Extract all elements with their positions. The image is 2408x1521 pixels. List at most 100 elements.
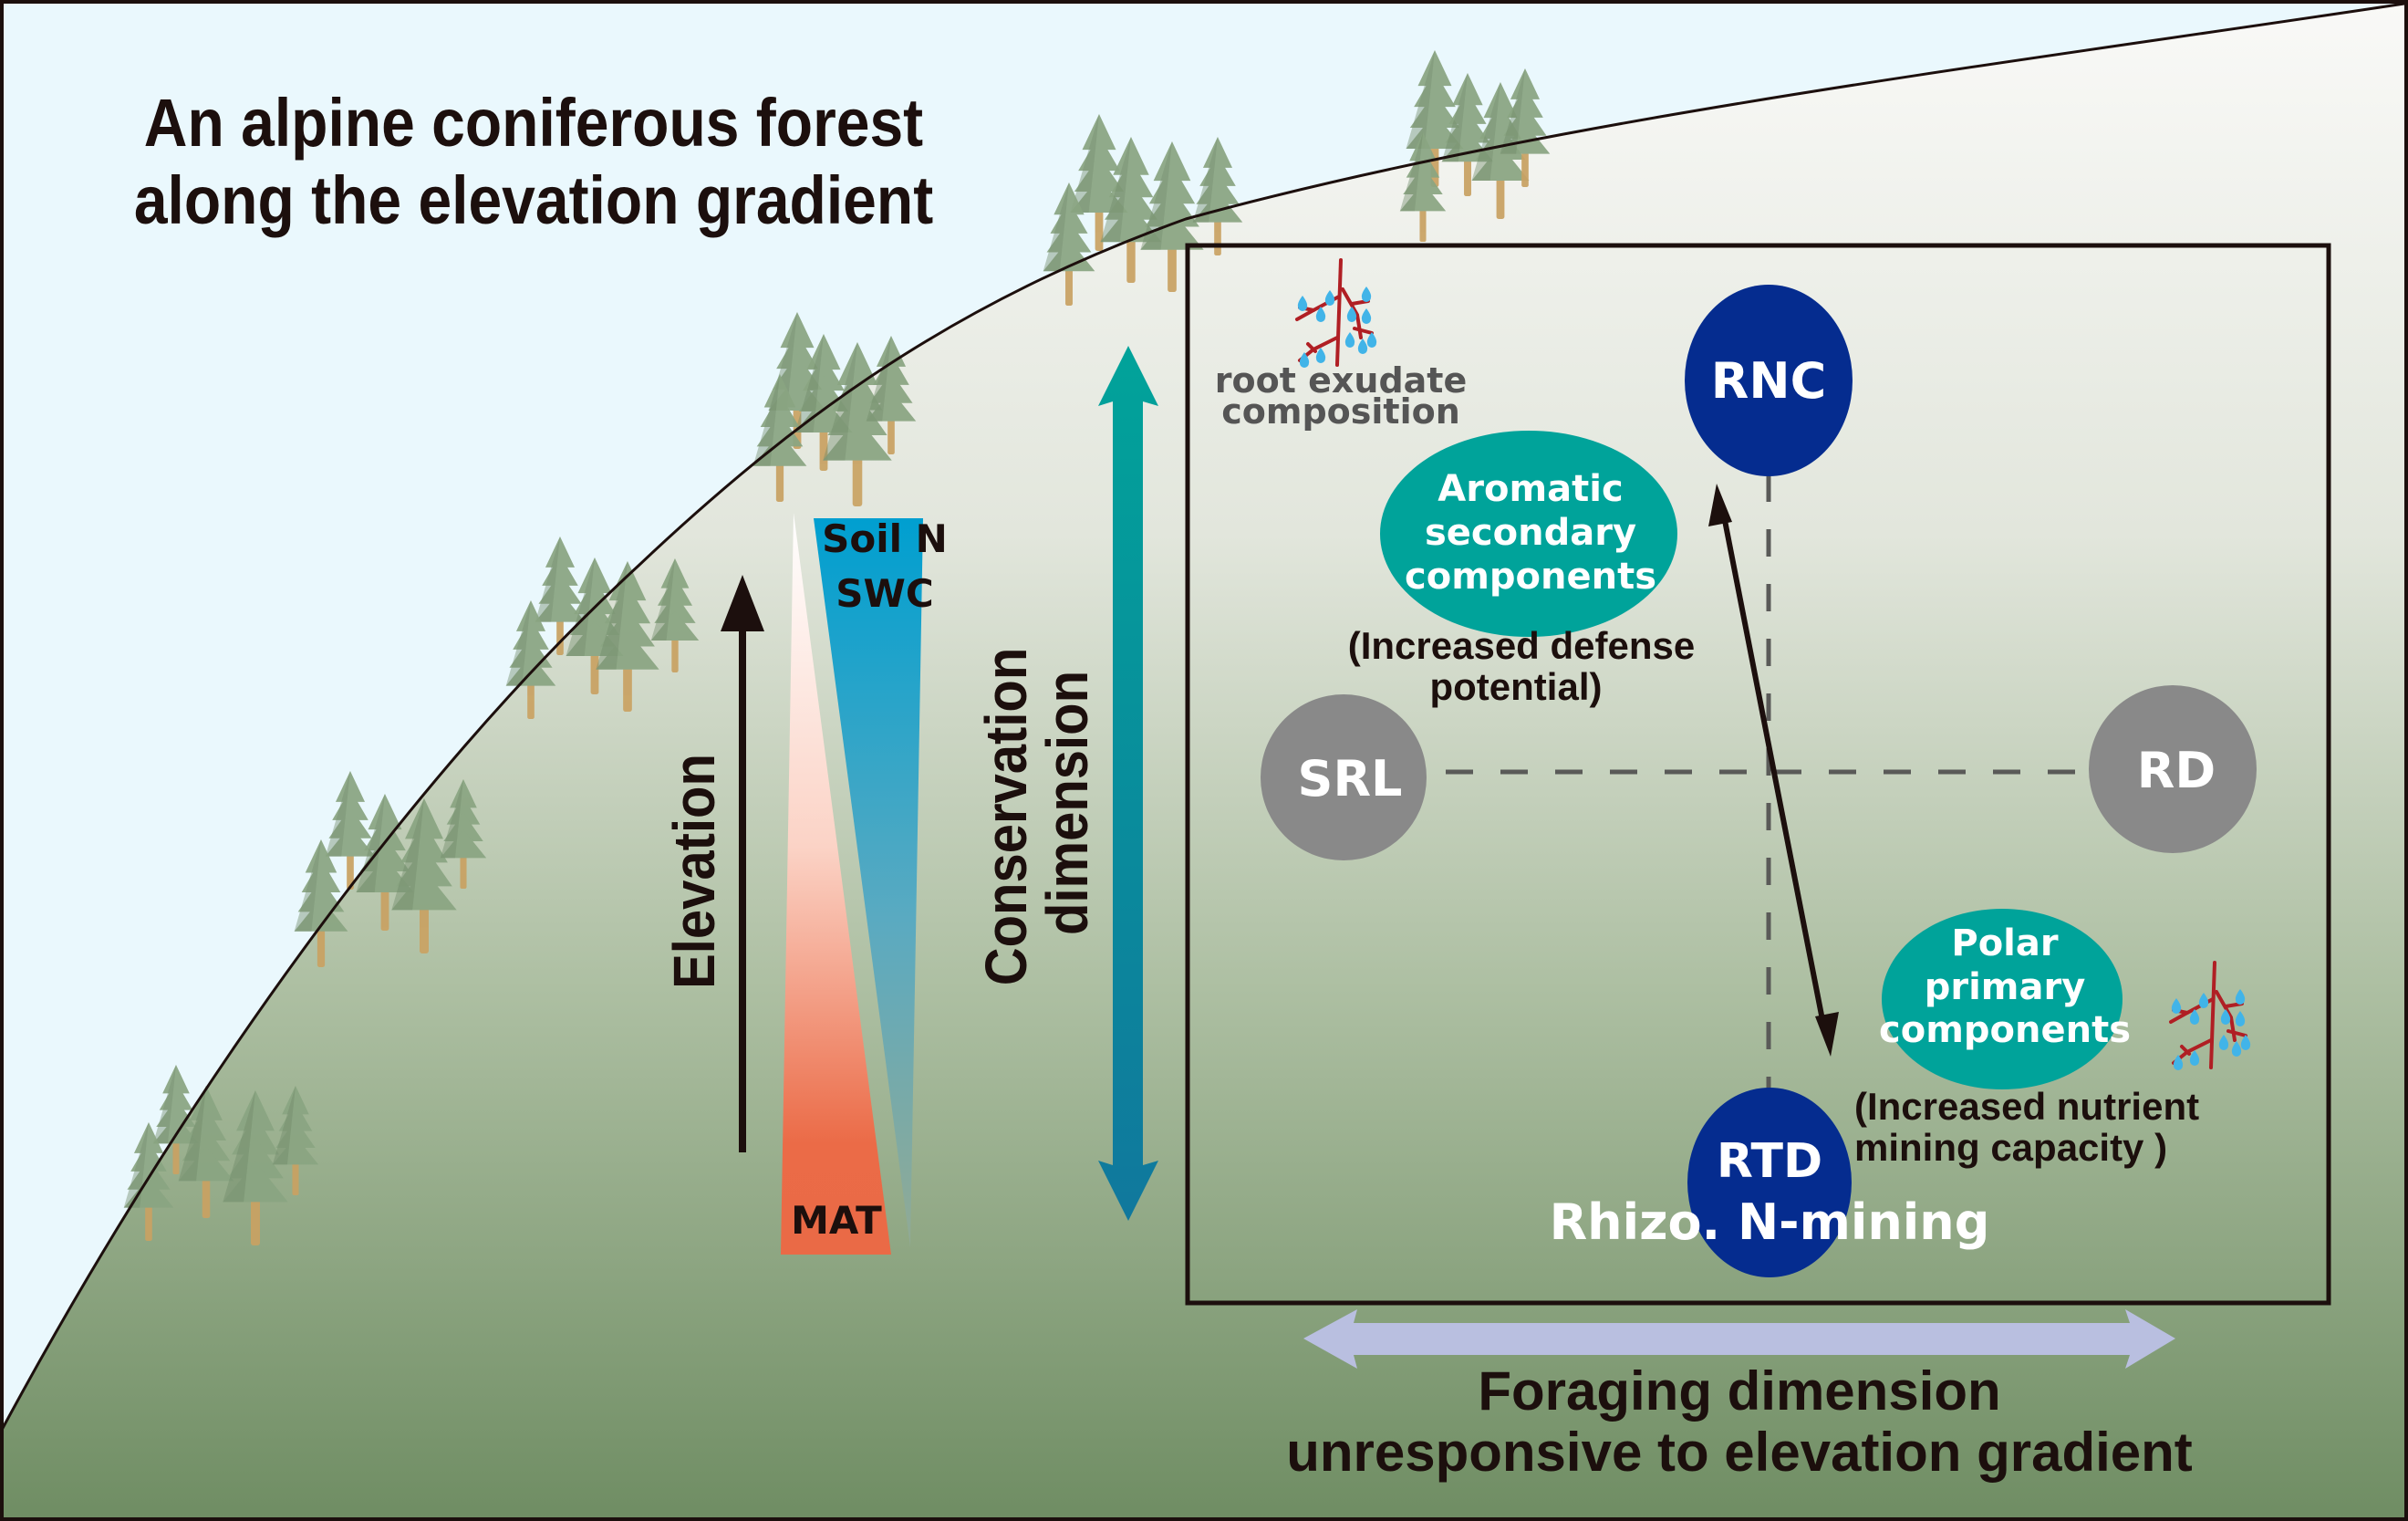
conifer-tree <box>272 1086 319 1195</box>
foraging-label-line-2: unresponsive to elevation gradient <box>1286 1422 2193 1483</box>
tree-crown-tier <box>1046 220 1092 253</box>
tree-shadow <box>752 374 780 466</box>
tree-shadow <box>505 600 531 686</box>
tree-crown-tier <box>1140 210 1204 250</box>
water-drop-icon <box>1346 307 1357 322</box>
polar-line-1: Polar <box>1951 922 2059 964</box>
tree-crown-tier <box>1054 182 1085 215</box>
tree-crown-tier <box>513 618 549 650</box>
tree-crown-tier <box>1108 159 1154 198</box>
tree-shadow <box>391 798 424 911</box>
tree-crown-tier <box>278 1102 313 1131</box>
tree-crown-tier <box>1082 114 1116 151</box>
tree-shadow <box>1406 50 1435 149</box>
conifer-tree <box>566 557 624 694</box>
conifer-tree <box>752 374 807 502</box>
trait-space-box <box>1185 243 2331 1306</box>
elevation-arrow-head <box>721 575 764 631</box>
conifer-tree <box>1043 182 1095 306</box>
conifer-tree <box>1399 132 1447 242</box>
tree-shadow <box>325 771 350 857</box>
hillside-outline <box>0 2 2405 1431</box>
tree-crown-tier <box>806 334 841 370</box>
mat-label: MAT <box>791 1198 882 1243</box>
water-drop-icon <box>1344 332 1355 348</box>
tree-crown-tier <box>542 554 578 586</box>
tree-shadow <box>794 334 824 432</box>
aromatic-line-3: components <box>1405 556 1656 598</box>
tree-crown-tier <box>604 584 651 624</box>
tree-crown-tier <box>190 1086 223 1120</box>
tree-crown-tier <box>657 576 693 606</box>
tree-crown-tier <box>1483 82 1518 119</box>
polar-note-line-2: mining capacity ) <box>1854 1126 2167 1169</box>
tree-shadow <box>1192 137 1218 223</box>
tree-crown-tier <box>1113 137 1149 175</box>
tree-crown-tier <box>836 342 878 385</box>
tree-crown-tier <box>443 812 483 842</box>
conifer-tree <box>596 561 659 712</box>
conservation-label-line-2: dimension <box>1034 671 1099 935</box>
srl-label: SRL <box>1298 750 1403 807</box>
conifer-tree <box>823 342 892 506</box>
root-exudate-label-line-2: composition <box>1221 391 1460 432</box>
root-exudate-icon <box>1295 258 1377 368</box>
tree-crown-tier <box>364 814 406 851</box>
conifer-tree <box>223 1090 288 1245</box>
tree-shadow <box>535 537 560 622</box>
tree-crown-tier <box>1414 70 1456 108</box>
aromatic-note-line-2: potential) <box>1430 665 1603 708</box>
water-drop-icon <box>2189 1009 2200 1025</box>
swc-label: SWC <box>836 571 933 616</box>
tree-crown-tier <box>535 590 586 622</box>
tree-crown-tier <box>1448 91 1487 124</box>
polar-line-3: components <box>1879 1009 2131 1051</box>
tree-crown-tier <box>301 859 341 892</box>
tree-shadow <box>596 561 628 670</box>
water-drop-icon <box>2235 1011 2246 1026</box>
polar-note-line-1: (Increased nutrient <box>1854 1085 2199 1128</box>
tree-crown-tier <box>1105 181 1157 220</box>
conifer-tree <box>866 336 917 454</box>
polar-line-2: primary <box>1925 966 2086 1008</box>
tree-crown-tier <box>1471 144 1530 181</box>
tree-crown-tier <box>803 354 845 391</box>
tree-crown-tier <box>272 1136 319 1165</box>
tree-crown-tier <box>1145 187 1199 227</box>
tree-crown-tier <box>1510 68 1541 99</box>
tree-crown-tier <box>236 1090 275 1131</box>
soil-n-label: Soil N <box>822 516 948 561</box>
tree-crown-tier <box>1148 164 1196 204</box>
tree-crown-tier <box>232 1114 279 1155</box>
water-drop-icon <box>1315 348 1326 363</box>
rtd-node <box>1687 1088 1852 1277</box>
water-drop-icon <box>2173 1055 2184 1070</box>
tree-shadow <box>866 336 891 422</box>
tree-shadow <box>1441 73 1468 162</box>
tree-crown-tier <box>1403 165 1443 195</box>
tree-crown-tier <box>1399 182 1447 212</box>
tree-crown-tier <box>827 392 887 436</box>
root-branch <box>1306 342 1317 353</box>
tree-shadow <box>178 1086 206 1182</box>
title-line-2: along the elevation gradient <box>134 163 933 238</box>
tree-crown-tier <box>297 878 345 912</box>
conifer-trees <box>123 50 1551 1245</box>
tree-crown-tier <box>1078 134 1120 172</box>
tree-shadow <box>223 1090 255 1203</box>
tree-crown-tier <box>328 807 372 839</box>
tree-crown-tier <box>515 600 546 631</box>
tree-crown-tier <box>756 412 804 447</box>
srl-node <box>1261 694 1427 860</box>
title-line-1: An alpine coniferous forest <box>144 86 923 161</box>
tree-shadow <box>823 342 857 461</box>
tree-crown-tier <box>1043 238 1095 272</box>
water-drop-icon <box>2220 1009 2231 1025</box>
tree-shadow <box>1140 141 1172 250</box>
rtd-arrow-head <box>1815 1012 1839 1057</box>
rtd-label: RTD <box>1717 1134 1822 1189</box>
tree-crown-tier <box>396 846 452 887</box>
tree-shadow <box>1043 182 1069 272</box>
tree-crown-tier <box>1050 201 1088 234</box>
water-drop-icon <box>2231 1041 2242 1057</box>
